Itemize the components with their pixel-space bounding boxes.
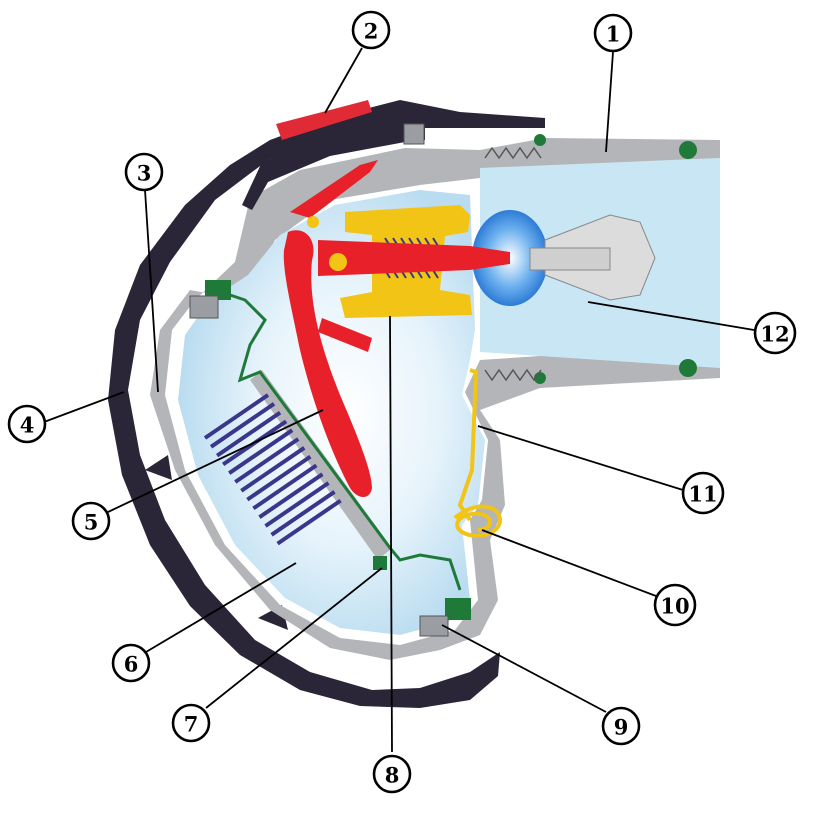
inlet-screw [529, 247, 611, 271]
seal-exhaust [445, 598, 471, 620]
callout-7: 7 [171, 703, 211, 743]
lever-roller [329, 253, 347, 271]
clamp-top-notch [403, 123, 425, 145]
spring-coil [276, 498, 342, 546]
callout-9: 9 [601, 706, 641, 746]
spring-coil [258, 472, 324, 519]
callout-2-label: 2 [364, 19, 379, 44]
red-pad [276, 100, 372, 140]
seal-diaphragm-top [205, 280, 231, 300]
callout-5: 5 [71, 501, 111, 541]
callout-10-label: 10 [660, 594, 689, 619]
spring-coil [270, 490, 336, 537]
callout-4: 4 [7, 404, 47, 444]
leader-11 [477, 425, 684, 491]
callout-5-label: 5 [84, 510, 99, 535]
seals [205, 134, 697, 620]
seal-diaphragm-bottom [373, 556, 387, 570]
valve-spring-coil [432, 237, 439, 247]
callout-6-label: 6 [124, 652, 139, 677]
inlet-thread-bottom [484, 368, 542, 382]
spring-coil [264, 481, 330, 528]
leader-2 [324, 47, 363, 114]
callout-1: 1 [593, 13, 633, 53]
callout-1-label: 1 [606, 22, 621, 47]
spring-coil [203, 393, 270, 440]
callout-7-label: 7 [184, 712, 199, 737]
seal-thread-top [534, 134, 546, 146]
leader-1 [605, 51, 614, 153]
callout-3: 3 [124, 152, 164, 192]
leader-lines [43, 47, 755, 753]
leader-4 [43, 391, 125, 423]
callout-12-label: 12 [760, 322, 789, 347]
clamps [189, 123, 449, 637]
lever-arm-lower [318, 318, 372, 352]
callout-3-label: 3 [137, 161, 152, 186]
callouts: 1 2 3 4 5 6 7 8 9 10 11 12 [7, 10, 797, 794]
spring-coil [228, 428, 294, 475]
diaphragm-plate [250, 370, 392, 560]
casing-notch-upper [145, 455, 172, 480]
leader-12 [587, 301, 755, 331]
leader-8 [389, 315, 393, 753]
red-lever [283, 230, 372, 497]
seal-inlet-bottom [679, 359, 697, 377]
casing-inner-strip [242, 125, 425, 210]
lever-pivot [307, 216, 319, 228]
leader-5 [107, 409, 324, 513]
spring-coil [240, 446, 306, 493]
callout-9-label: 9 [614, 715, 629, 740]
leader-7 [205, 567, 383, 709]
callout-12: 12 [753, 311, 797, 355]
spring-coil [215, 410, 282, 458]
relief-coil [453, 504, 503, 538]
spring-coil [252, 463, 318, 511]
leader-10 [481, 529, 657, 597]
leader-9 [441, 624, 607, 713]
callout-2: 2 [351, 10, 391, 50]
callout-11: 11 [681, 471, 725, 515]
spring-coil [234, 437, 300, 484]
diaphragm-membrane [214, 288, 462, 591]
clamp-top [189, 295, 219, 319]
valve-stem [318, 240, 510, 276]
leader-3 [144, 189, 159, 393]
leader-6 [145, 562, 297, 653]
inlet-thread-top [484, 146, 542, 160]
spring-coil [246, 454, 312, 502]
callout-8: 8 [372, 754, 412, 794]
callout-4-label: 4 [20, 413, 35, 438]
callout-10: 10 [653, 583, 697, 627]
callout-8-label: 8 [385, 763, 400, 788]
lever-arm-upper [290, 160, 378, 218]
callout-11-label: 11 [688, 482, 717, 507]
spring-coil [209, 402, 276, 449]
clamp-bottom [419, 615, 449, 637]
callout-6: 6 [111, 643, 151, 683]
seal-inlet-top [679, 141, 697, 159]
